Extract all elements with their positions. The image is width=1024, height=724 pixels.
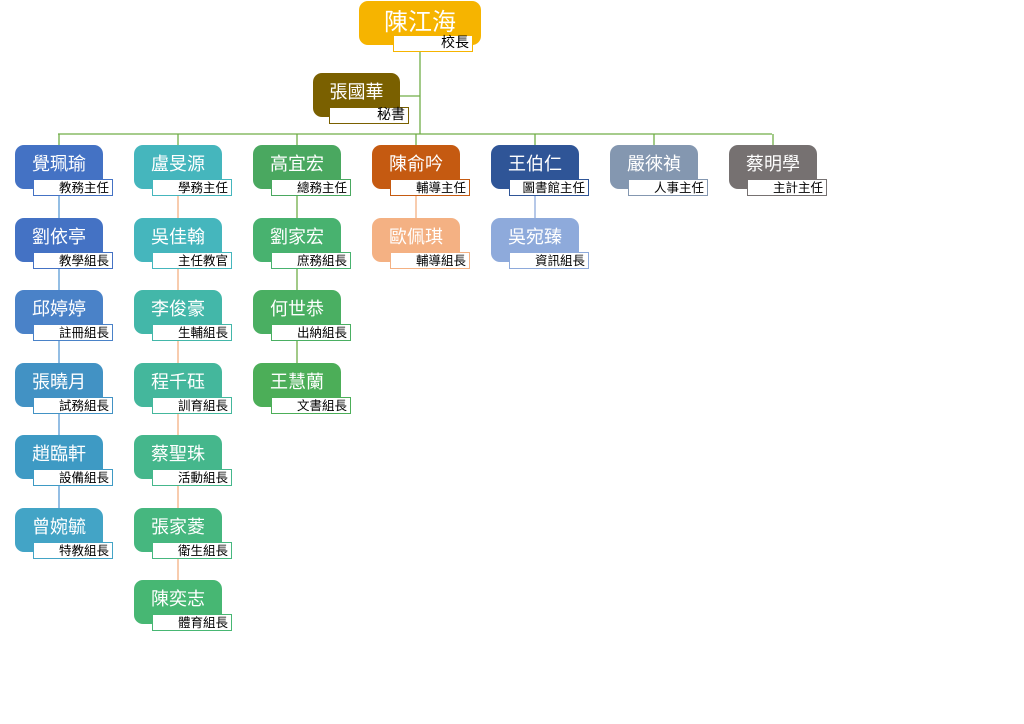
job-title-label: 活動組長 [152,469,232,486]
job-title-label: 文書組長 [271,396,351,414]
member-node[interactable]: 趙臨軒設備組長 [15,435,125,489]
department-head-node[interactable]: 陳俞吟輔導主任 [372,145,482,199]
job-title-label: 人事主任 [628,179,708,196]
job-title-label: 庶務組長 [271,251,351,269]
member-node[interactable]: 曾婉毓特教組長 [15,507,125,562]
job-title-label: 教學組長 [33,251,113,269]
member-node[interactable]: 蔡聖珠活動組長 [134,435,244,489]
job-title-label: 試務組長 [33,396,113,414]
job-title-label: 輔導主任 [390,179,470,196]
member-node[interactable]: 李俊豪生輔組長 [134,290,244,344]
member-node[interactable]: 張曉月試務組長 [15,362,125,417]
job-title-label: 圖書館主任 [509,179,589,196]
secretary-node[interactable]: 張國華秘書 [313,73,422,127]
department-head-node[interactable]: 王伯仁圖書館主任 [491,145,601,199]
department-head-node[interactable]: 盧旻源學務主任 [134,145,244,199]
department-head-node[interactable]: 蔡明學主計主任 [729,145,839,199]
job-title-label: 主計主任 [747,179,827,196]
job-title-label: 學務主任 [152,179,232,196]
job-title-label: 特教組長 [33,541,113,559]
department-head-node[interactable]: 嚴徠禎人事主任 [610,145,720,199]
job-title-label: 資訊組長 [509,251,589,269]
job-title-label: 主任教官 [152,251,232,269]
person-name: 蔡聖珠 [134,435,222,479]
member-node[interactable]: 王慧蘭文書組長 [253,362,363,417]
job-title-label: 生輔組長 [152,324,232,341]
member-node[interactable]: 陳奕志體育組長 [134,580,244,634]
job-title-label: 教務主任 [33,179,113,196]
member-node[interactable]: 張家菱衛生組長 [134,507,244,562]
person-name: 劉依亭 [15,217,103,262]
member-node[interactable]: 吳宛臻資訊組長 [491,217,601,272]
member-node[interactable]: 邱婷婷註冊組長 [15,290,125,344]
job-title-label: 設備組長 [33,469,113,486]
job-title-label: 秘書 [329,107,409,124]
person-name: 程千砡 [134,362,222,407]
member-node[interactable]: 吳佳翰主任教官 [134,217,244,272]
job-title-label: 體育組長 [152,614,232,631]
job-title-label: 輔導組長 [390,251,470,269]
job-title-label: 訓育組長 [152,396,232,414]
job-title-label: 總務主任 [271,179,351,196]
department-head-node[interactable]: 高宜宏總務主任 [253,145,363,199]
job-title-label: 出納組長 [271,324,351,341]
member-node[interactable]: 劉家宏庶務組長 [253,217,363,272]
member-node[interactable]: 程千砡訓育組長 [134,362,244,417]
job-title-label: 註冊組長 [33,324,113,341]
job-title-label: 衛生組長 [152,541,232,559]
job-title-label: 校長 [393,35,473,52]
member-node[interactable]: 劉依亭教學組長 [15,217,125,272]
member-node[interactable]: 歐佩琪輔導組長 [372,217,482,272]
member-node[interactable]: 何世恭出納組長 [253,290,363,344]
department-head-node[interactable]: 覺珮瑜教務主任 [15,145,125,199]
principal-node[interactable]: 陳江海校長 [359,1,503,55]
